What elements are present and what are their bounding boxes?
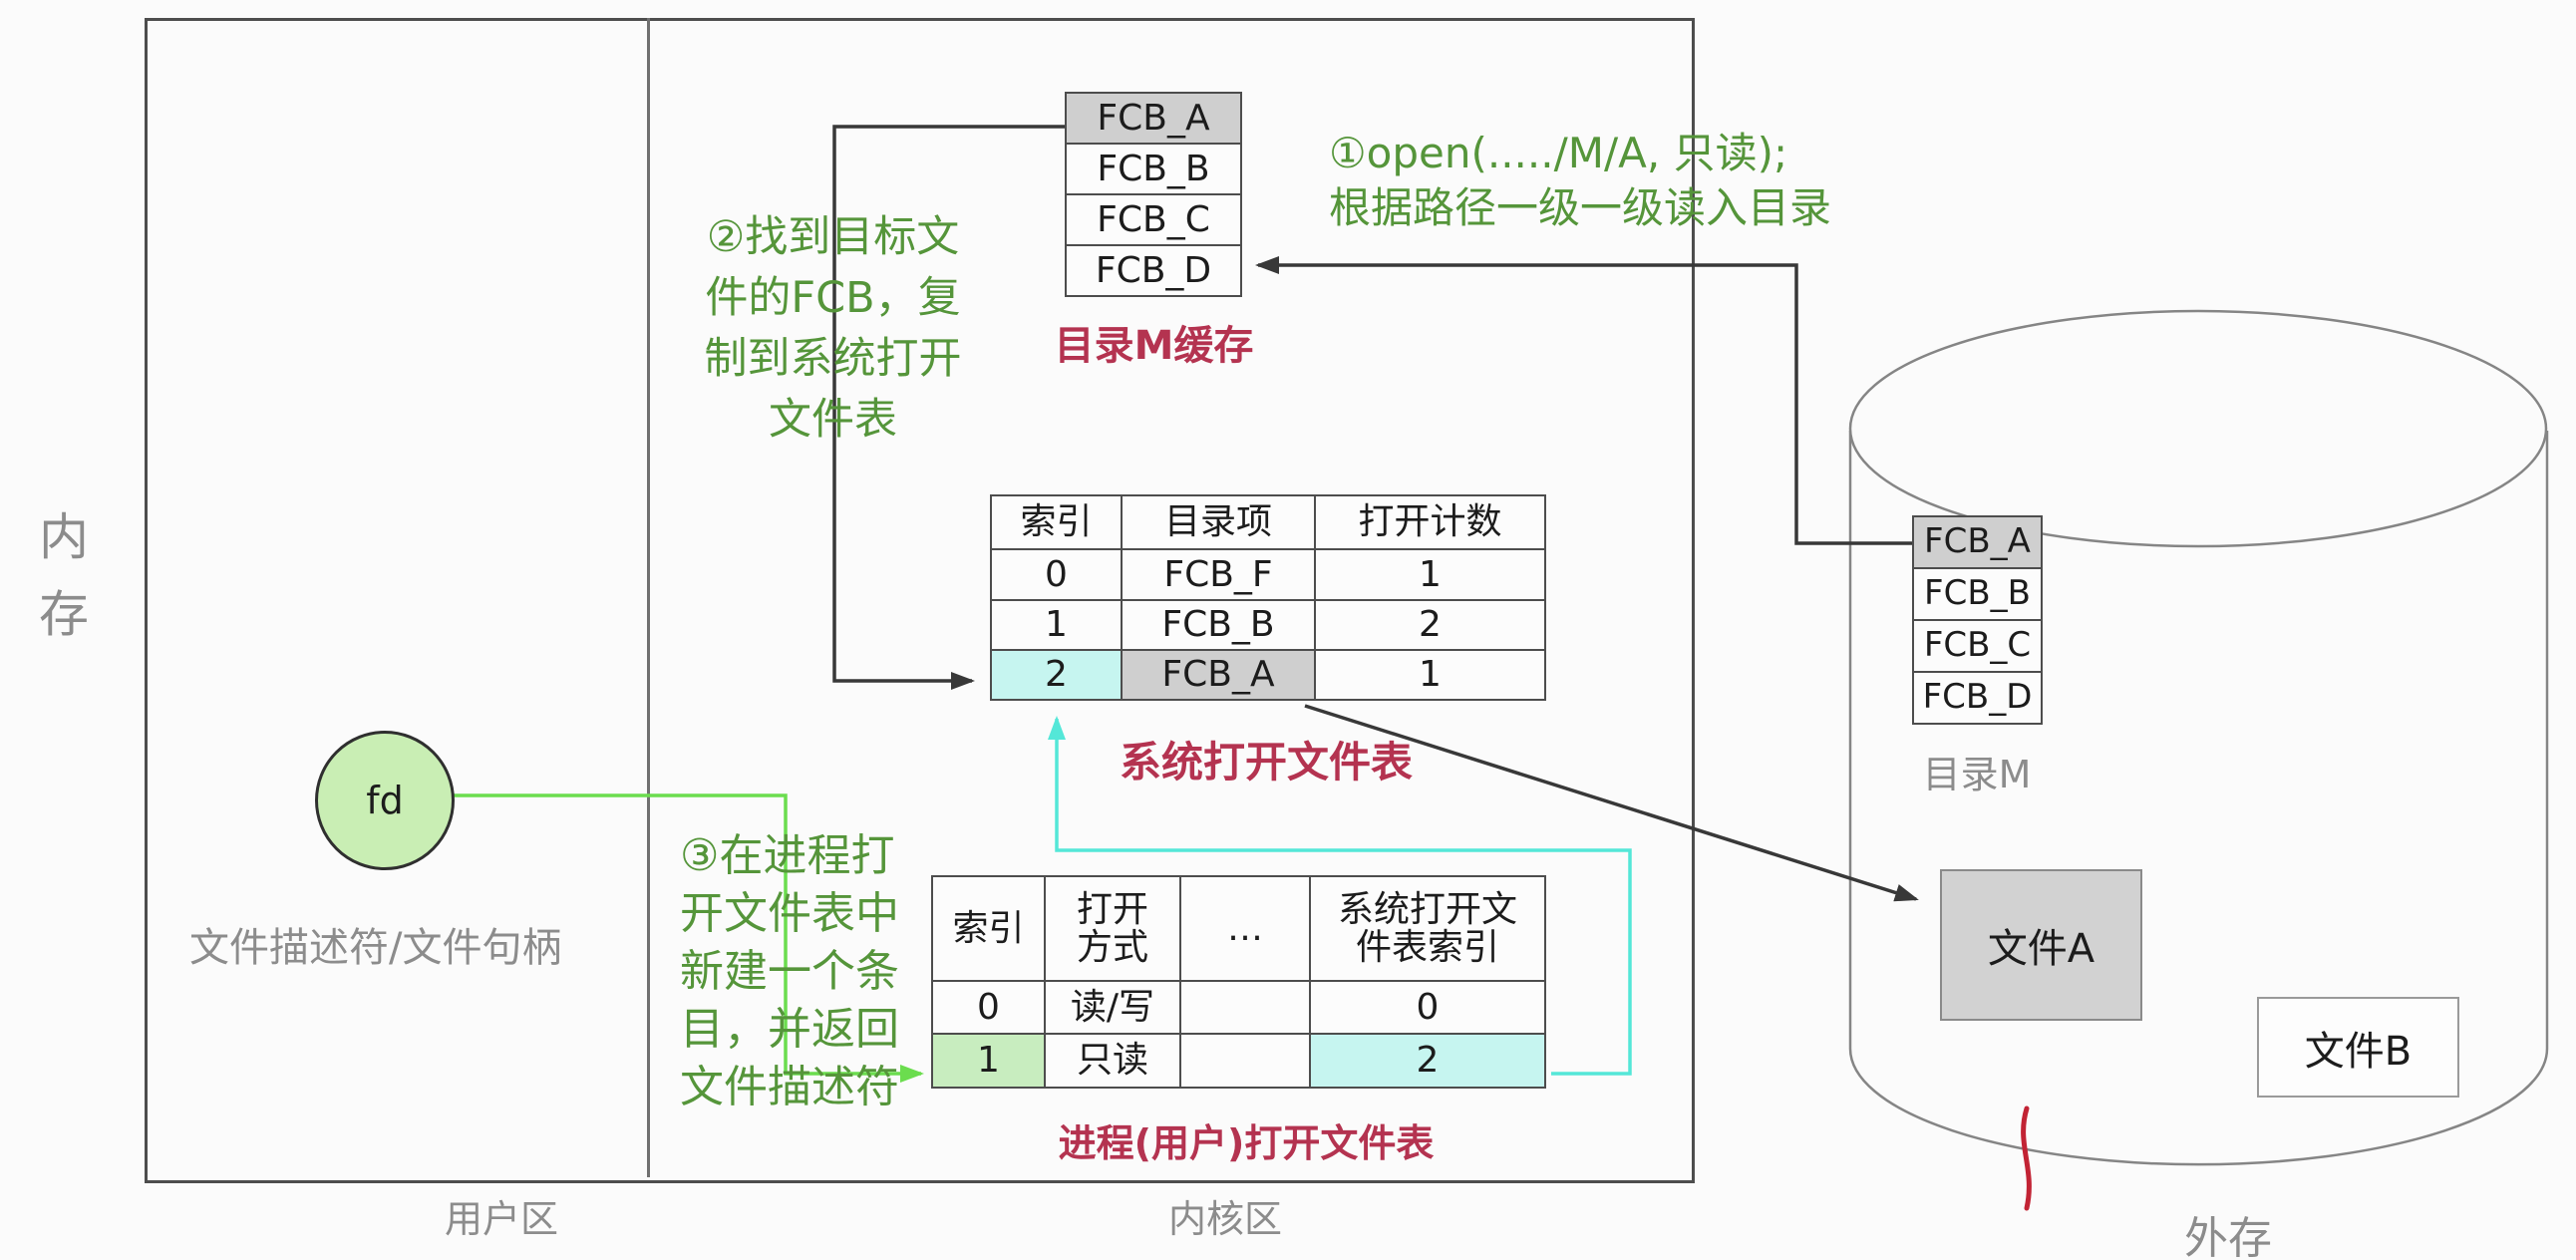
arrow-copy-fcb [832, 125, 1065, 690]
user-area-label: 用户区 [444, 1197, 558, 1241]
file-a-box: 文件A [1940, 869, 2142, 1021]
process-r1-sysindex: 2 [1311, 1035, 1544, 1087]
annotation-step1-line2: 根据路径一级一级读入目录 [1329, 183, 1832, 232]
directory-cache-caption: 目录M缓存 [1054, 323, 1254, 369]
fd-label: fd [366, 779, 404, 822]
file-b-label: 文件B [2304, 1028, 2413, 1075]
arrow-process-to-system-table [1048, 716, 1632, 1076]
system-header-index: 索引 [992, 496, 1121, 548]
annotation-step3-line2: 开文件表中 [680, 888, 899, 939]
system-r2-count: 1 [1316, 651, 1544, 699]
process-header-index: 索引 [933, 877, 1044, 980]
file-b-box: 文件B [2257, 997, 2459, 1098]
cache-row-fcb-c: FCB_C [1067, 195, 1240, 244]
disk-row-fcb-d: FCB_D [1914, 673, 2041, 723]
system-open-file-table-caption: 系统打开文件表 [1119, 738, 1413, 787]
external-storage-label: 外存 [2184, 1213, 2272, 1260]
arrow-read-directory [1255, 256, 1941, 545]
system-r1-dirent: FCB_B [1123, 601, 1314, 649]
process-r1-dots [1181, 1035, 1309, 1087]
system-r2-index: 2 [992, 651, 1121, 699]
process-header-dots: … [1181, 877, 1309, 980]
system-open-file-table: 索引 目录项 打开计数 0 FCB_F 1 1 FCB_B 2 2 FCB_A … [990, 494, 1546, 701]
process-r0-index: 0 [933, 982, 1044, 1033]
cache-row-fcb-a: FCB_A [1067, 94, 1240, 143]
process-open-file-table: 索引 打开 方式 … 系统打开文 件表索引 0 读/写 0 1 只读 2 [931, 875, 1546, 1089]
fd-circle: fd [315, 731, 455, 870]
red-annotation-stroke [2021, 1105, 2032, 1211]
annotation-step3-line3: 新建一个条 [680, 946, 899, 997]
annotation-step2: ②找到目标文 件的FCB，复 制到系统打开 文件表 [686, 207, 980, 451]
annotation-step1: ①open(...../M/A, 只读); 根据路径一级一级读入目录 [1329, 126, 1907, 235]
system-r2-dirent: FCB_A [1123, 651, 1314, 699]
fd-caption: 文件描述符/文件句柄 [189, 925, 562, 971]
disk-cylinder [1848, 309, 2549, 1166]
disk-row-fcb-b: FCB_B [1914, 569, 2041, 619]
process-r0-sysindex: 0 [1311, 982, 1544, 1033]
annotation-step3: ③在进程打 开文件表中 新建一个条 目，并返回 文件描述符 [680, 827, 919, 1116]
process-header-mode: 打开 方式 [1046, 877, 1179, 980]
disk-directory-table: FCB_A FCB_B FCB_C FCB_D [1912, 515, 2043, 725]
process-r0-dots [1181, 982, 1309, 1033]
file-a-label: 文件A [1987, 926, 2095, 972]
annotation-step2-line3: 制到系统打开 [704, 334, 962, 384]
process-open-file-table-caption: 进程(用户)打开文件表 [1058, 1121, 1435, 1165]
annotation-step1-line1: ①open(...../M/A, 只读); [1329, 129, 1788, 177]
system-r0-count: 1 [1316, 550, 1544, 599]
annotation-step2-line2: 件的FCB，复 [705, 273, 961, 323]
disk-directory-caption: 目录M [1922, 753, 2032, 796]
process-header-sysindex: 系统打开文 件表索引 [1311, 877, 1544, 980]
process-r1-mode: 只读 [1046, 1035, 1179, 1087]
annotation-step3-line4: 目，并返回 [680, 1004, 899, 1055]
directory-cache-table: FCB_A FCB_B FCB_C FCB_D [1065, 92, 1242, 297]
disk-row-fcb-a: FCB_A [1914, 517, 2041, 567]
cache-row-fcb-b: FCB_B [1067, 145, 1240, 193]
system-r1-index: 1 [992, 601, 1121, 649]
system-header-dirent: 目录项 [1123, 496, 1314, 548]
cache-row-fcb-d: FCB_D [1067, 246, 1240, 295]
system-r0-dirent: FCB_F [1123, 550, 1314, 599]
system-r1-count: 2 [1316, 601, 1544, 649]
annotation-step3-line1: ③在进程打 [680, 830, 895, 881]
system-header-count: 打开计数 [1316, 496, 1544, 548]
arrow-fd-to-process-table [450, 793, 924, 1083]
memory-label: 内存 [31, 510, 89, 665]
process-r1-index: 1 [933, 1035, 1044, 1087]
kernel-area-label: 内核区 [1167, 1197, 1282, 1241]
user-kernel-divider [647, 18, 650, 1177]
memory-box [145, 18, 1695, 1183]
process-r0-mode: 读/写 [1046, 982, 1179, 1033]
disk-row-fcb-c: FCB_C [1914, 621, 2041, 671]
annotation-step3-line5: 文件描述符 [680, 1062, 899, 1112]
arrow-to-file-a [1304, 704, 1919, 902]
system-r0-index: 0 [992, 550, 1121, 599]
annotation-step2-line4: 文件表 [769, 395, 897, 445]
annotation-step2-line1: ②找到目标文 [706, 212, 960, 262]
